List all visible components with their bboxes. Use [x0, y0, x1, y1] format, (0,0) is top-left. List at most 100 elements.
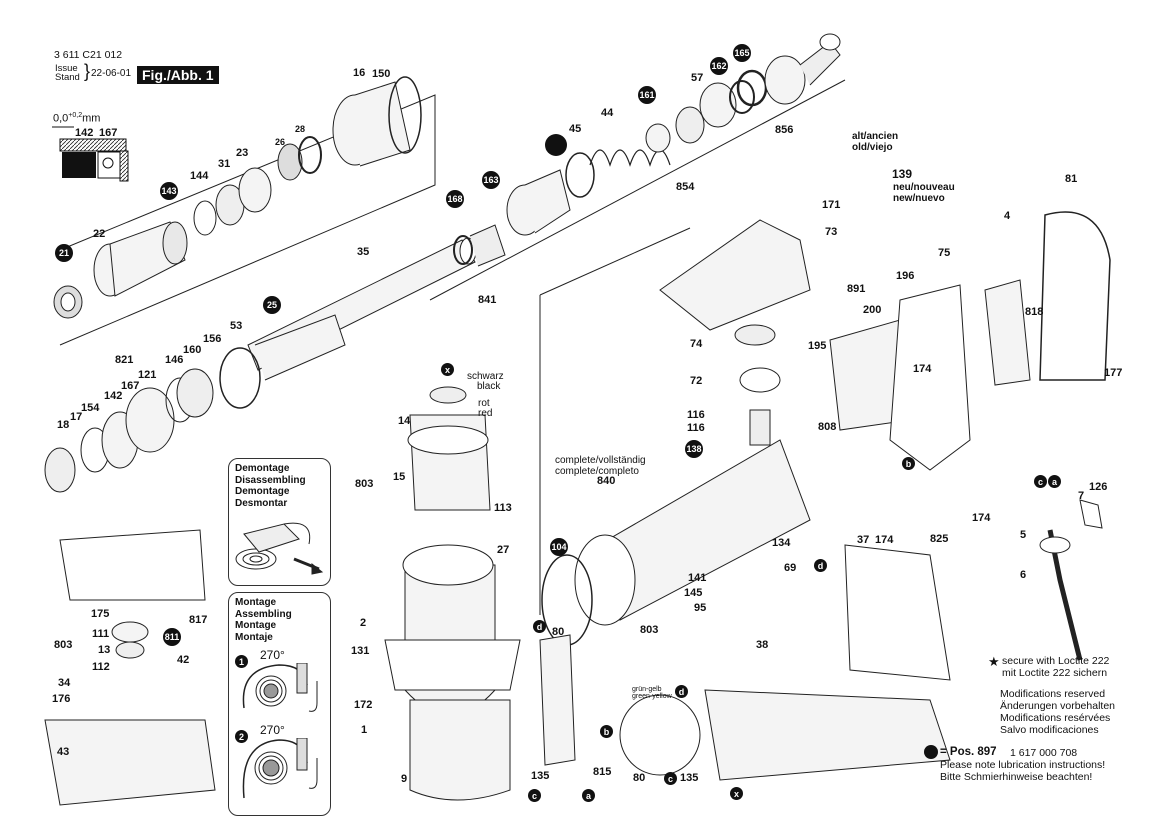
lubrication-bullet-icon: [924, 745, 938, 759]
part-label: 22: [93, 228, 106, 240]
part-label: 69: [784, 562, 797, 574]
part-label: 175: [91, 608, 110, 620]
lubrication-bubble: 163: [482, 171, 500, 189]
part-label: 167: [121, 380, 140, 392]
brace-icon: }: [84, 61, 91, 81]
part-label: 177: [1104, 367, 1123, 379]
part-label: 35: [357, 246, 370, 258]
part-label: 44: [601, 107, 614, 119]
wire-color-note: grün-gelb green-yellow: [632, 686, 672, 700]
part-label: 821: [115, 354, 134, 366]
spring-wind-icon: [242, 663, 318, 712]
part-label: 80: [552, 626, 565, 638]
part-label: 37: [857, 534, 870, 546]
part-label: 14: [398, 415, 411, 427]
part-label: 131: [351, 645, 370, 657]
part-label: 146: [165, 354, 184, 366]
part-label: 13: [98, 644, 111, 656]
assembly-title: Montage Assembling Montage Montaje: [235, 597, 292, 643]
lubrication-bubble: 165: [733, 44, 751, 62]
connection-marker: b: [600, 725, 613, 738]
part-label: 116: [687, 409, 705, 421]
part-label: 841: [478, 294, 497, 306]
step-angle: 270°: [260, 648, 285, 662]
modifications-note: Modifications reserved Änderungen vorbeh…: [1000, 688, 1116, 737]
step-angle: 270°: [260, 723, 285, 737]
lubrication-bubble: 104: [550, 538, 568, 556]
tolerance-value: 0,0+0,2mm: [53, 112, 101, 125]
step-number: 1: [235, 655, 248, 668]
part-label: 145: [684, 587, 703, 599]
connection-marker: d: [675, 685, 688, 698]
part-label: 95: [694, 602, 707, 614]
part-label: 808: [818, 421, 837, 433]
lubrication-bubble: 811: [163, 628, 181, 646]
part-label: 126: [1089, 481, 1108, 493]
connection-marker: x: [730, 787, 743, 800]
lubrication-bubble: 25: [263, 296, 281, 314]
part-label: 840: [597, 475, 616, 487]
part-label: 38: [756, 639, 769, 651]
part-label: 818: [1025, 306, 1044, 318]
part-label: 176: [52, 693, 71, 705]
part-label: 9: [401, 773, 408, 785]
new-part-note: neu/nouveau new/nuevo: [893, 182, 955, 204]
part-label: 139: [892, 167, 913, 181]
old-part-note: alt/ancien old/viejo: [852, 131, 899, 153]
connection-marker: b: [902, 457, 915, 470]
part-label: 27: [497, 544, 510, 556]
part-label: 196: [896, 270, 915, 282]
part-label: 815: [593, 766, 612, 778]
part-label: 42: [177, 654, 190, 666]
part-label: 75: [938, 247, 951, 259]
part-label: 34: [58, 677, 71, 689]
spring-wind-icon: [242, 738, 318, 799]
part-label: 15: [393, 471, 406, 483]
part-label: 72: [690, 375, 703, 387]
part-label: 144: [190, 170, 209, 182]
issue-label: Issue: [55, 63, 78, 74]
part-label: 891: [847, 283, 866, 295]
part-label: 81: [1065, 173, 1078, 185]
connection-marker: x: [441, 363, 454, 376]
part-label: 854: [676, 181, 695, 193]
connection-marker: c: [528, 789, 541, 802]
part-label: 28: [295, 124, 306, 134]
part-label: 18: [57, 419, 70, 431]
part-label: 121: [138, 369, 157, 381]
part-label: 74: [690, 338, 703, 350]
stand-label: Stand: [55, 72, 80, 83]
connection-marker: a: [1048, 475, 1061, 488]
figure-label: Fig./Abb. 1: [137, 66, 219, 84]
part-label: 174: [875, 534, 894, 546]
lubricant-position: = Pos. 897: [940, 746, 997, 758]
part-label: 154: [81, 402, 100, 414]
bearing-color-top-en: black: [477, 381, 501, 392]
part-label: 17: [70, 411, 83, 423]
connection-marker: d: [533, 620, 546, 633]
part-label: 116: [687, 422, 705, 434]
part-number: 3 611 C21 012: [54, 49, 123, 61]
connection-marker: c: [1034, 475, 1047, 488]
part-label: 2: [360, 617, 367, 629]
part-label: 135: [680, 772, 699, 784]
part-label: 174: [972, 512, 991, 524]
part-label: 4: [1004, 210, 1011, 222]
lubricant-part-number: 1 617 000 708: [1010, 747, 1078, 759]
part-label: 73: [825, 226, 838, 238]
part-label: 1: [361, 724, 368, 736]
part-label: 135: [531, 770, 550, 782]
lubrication-bubble: 21: [55, 244, 73, 262]
brush-removal-icon: [235, 522, 324, 575]
part-label: 31: [218, 158, 231, 170]
bearing-color-bottom-en: red: [478, 408, 493, 419]
star-icon: ★: [988, 654, 1000, 669]
part-label: 57: [691, 72, 704, 84]
lubrication-bubble: 143: [160, 182, 178, 200]
part-label: 172: [354, 699, 373, 711]
part-label: 26: [275, 137, 286, 147]
part-label: 817: [189, 614, 208, 626]
seal-cross-section-icon: [52, 126, 129, 182]
